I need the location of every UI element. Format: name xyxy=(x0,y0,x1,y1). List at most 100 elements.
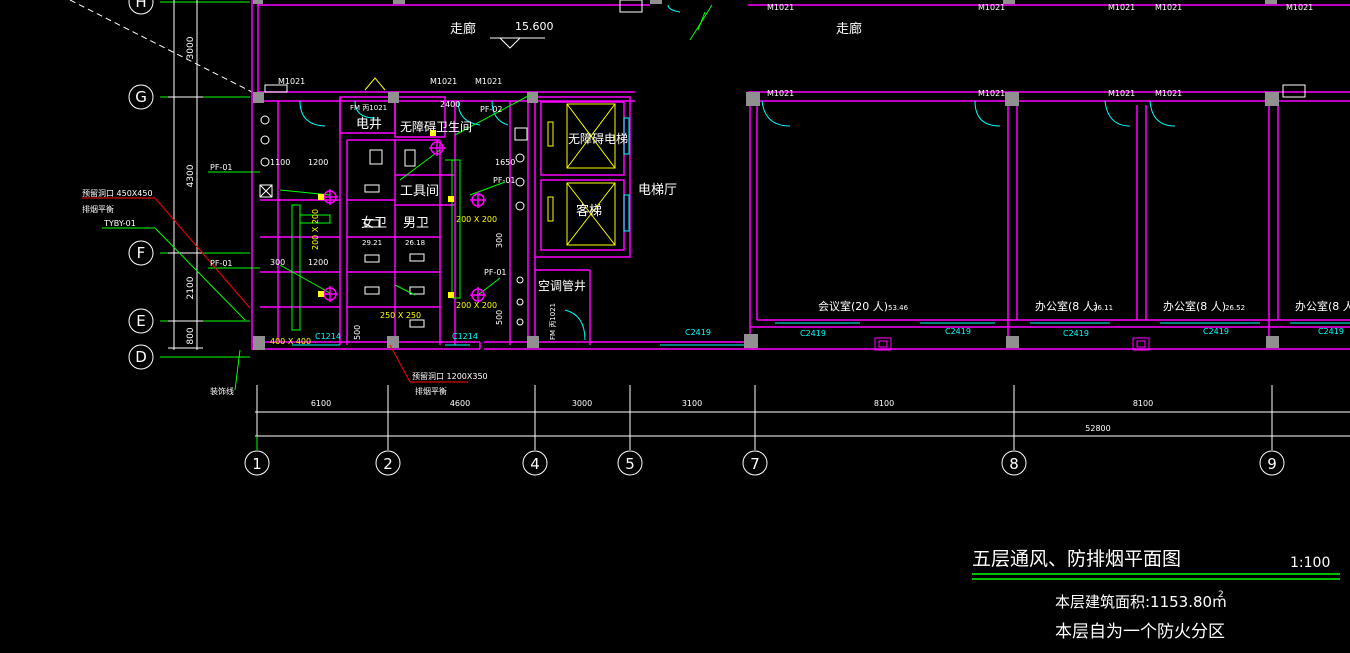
room-office-3: 办公室(8 人) xyxy=(1295,299,1350,313)
doors xyxy=(299,4,1176,341)
room-male-area: 26.18 xyxy=(405,239,425,247)
door-m1021-a: M1021 xyxy=(278,77,305,86)
duct-connectors xyxy=(318,130,454,298)
duct-size-b: 200 X 200 xyxy=(456,301,497,310)
window-c2419-f: C2419 xyxy=(1318,327,1344,336)
axis-label-4: 4 xyxy=(530,455,540,473)
dim-v-3: 2100 xyxy=(186,276,196,299)
drawing-scale: 1:100 xyxy=(1290,555,1330,571)
axis-label-1: 1 xyxy=(252,455,262,473)
dim-h-1: 6100 xyxy=(311,399,331,408)
window-c2419-e: C2419 xyxy=(1203,327,1229,336)
room-male-wc: 男卫 xyxy=(403,216,429,231)
axis-bubble-8 xyxy=(1001,450,1027,476)
door-m1021-k: M1021 xyxy=(1155,3,1182,12)
corridor-right-label: 走廊 xyxy=(836,21,862,37)
hole-sub: 排烟平衡 xyxy=(415,386,447,396)
fixtures xyxy=(259,0,1306,328)
dim-v-4: 800 xyxy=(186,327,196,344)
room-accessible-elevator: 无障碍电梯 xyxy=(568,131,628,146)
row-axis-bubbles xyxy=(128,0,154,370)
duct-size-a: 200 X 200 xyxy=(456,215,497,224)
axis-bubble-F xyxy=(128,240,154,266)
dim-room-3: 1200 xyxy=(308,258,328,267)
vent-label: 预留洞口 450X450 xyxy=(82,188,153,198)
window-c2419-b: C2419 xyxy=(800,329,826,338)
room-meeting: 会议室(20 人) xyxy=(818,299,888,313)
fan-label-pf01-b: PF-01 xyxy=(210,259,233,268)
hole-label: 预留洞口 1200X350 xyxy=(412,371,488,381)
floor-markers xyxy=(874,337,1150,351)
dim-h-6: 8100 xyxy=(1133,399,1153,408)
axis-bubble-4 xyxy=(522,450,548,476)
duct-size-c: 200 X 200 xyxy=(311,209,320,250)
axis-label-8: 8 xyxy=(1009,455,1019,473)
window-c1214-a: C1214 xyxy=(315,332,341,341)
vent-code: TYBY-01 xyxy=(103,219,136,228)
room-office-1: 办公室(8 人) xyxy=(1035,299,1098,313)
axis-bubble-2 xyxy=(375,450,401,476)
bottom-dimension-chain xyxy=(255,385,1350,450)
deco-leader xyxy=(102,227,246,391)
dim-h-5: 8100 xyxy=(874,399,894,408)
axis-label-5: 5 xyxy=(625,455,635,473)
room-office-1-area: 26.11 xyxy=(1093,304,1113,312)
dim-v-1: 3000 xyxy=(186,36,196,59)
elevation-marker xyxy=(490,37,545,49)
dim-room-9: 2400 xyxy=(440,100,460,109)
door-m1021-f: M1021 xyxy=(1108,89,1135,98)
dim-room-6: 300 xyxy=(270,258,285,267)
axis-bubble-9 xyxy=(1259,450,1285,476)
fan-label-pf01-a: PF-01 xyxy=(210,163,233,172)
dashed-guide-line xyxy=(69,0,253,93)
corridor-left-label: 走廊 xyxy=(450,21,476,37)
axis-bubble-D xyxy=(128,344,154,370)
axis-label-D: D xyxy=(135,348,147,366)
duct-size-e: 250 X 250 xyxy=(380,311,421,320)
room-office-2-area: 26.52 xyxy=(1225,304,1245,312)
room-ac-shaft: 空调管井 xyxy=(538,278,586,293)
axis-bubble-G xyxy=(128,84,154,110)
door-fm-a: FM 丙1021 xyxy=(350,104,387,112)
door-m1021-h: M1021 xyxy=(767,3,794,12)
door-m1021-j: M1021 xyxy=(1108,3,1135,12)
axis-bubble-H xyxy=(128,0,154,15)
dim-h-3: 3000 xyxy=(572,399,592,408)
room-accessible-wc: 无障碍卫生间 xyxy=(400,119,472,134)
top-walls xyxy=(251,0,1350,350)
dim-h-2: 4600 xyxy=(450,399,470,408)
axis-label-F: F xyxy=(137,244,146,262)
dim-room-1: 1100 xyxy=(270,158,290,167)
room-electric-well: 电井 xyxy=(356,117,382,132)
elevator-shafts xyxy=(547,103,616,246)
duct-size-d: 400 X 400 xyxy=(270,337,311,346)
dim-v-2: 4300 xyxy=(186,164,196,187)
axis-label-H: H xyxy=(135,0,146,11)
axis-label-7: 7 xyxy=(750,455,760,473)
dim-room-4: 1650 xyxy=(495,158,515,167)
room-meeting-area: 53.46 xyxy=(888,304,909,312)
vent-sub: 排烟平衡 xyxy=(82,204,114,214)
dim-room-8: 500 xyxy=(353,325,362,340)
dim-h-4: 3100 xyxy=(682,399,702,408)
dim-room-7: 500 xyxy=(495,310,504,325)
dim-room-2: 1200 xyxy=(308,158,328,167)
axis-label-2: 2 xyxy=(383,455,393,473)
annotation-leaders xyxy=(82,197,468,383)
axis-bubble-7 xyxy=(742,450,768,476)
window-c2419-d: C2419 xyxy=(1063,329,1089,338)
door-m1021-e: M1021 xyxy=(978,89,1005,98)
fan-label-pf01-d: PF-01 xyxy=(484,268,507,277)
dim-total: 52800 xyxy=(1085,424,1110,433)
axis-bubble-1 xyxy=(244,450,270,476)
axis-label-E: E xyxy=(136,312,145,330)
door-m1021-i: M1021 xyxy=(978,3,1005,12)
dim-room-5: 300 xyxy=(495,233,504,248)
door-m1021-d: M1021 xyxy=(767,89,794,98)
floor-area-line: 本层建筑面积:1153.80m xyxy=(1055,593,1227,611)
room-tool-room: 工具间 xyxy=(400,184,439,199)
axis-bubble-5 xyxy=(617,450,643,476)
title-underline xyxy=(972,573,1340,580)
door-m1021-g: M1021 xyxy=(1155,89,1182,98)
